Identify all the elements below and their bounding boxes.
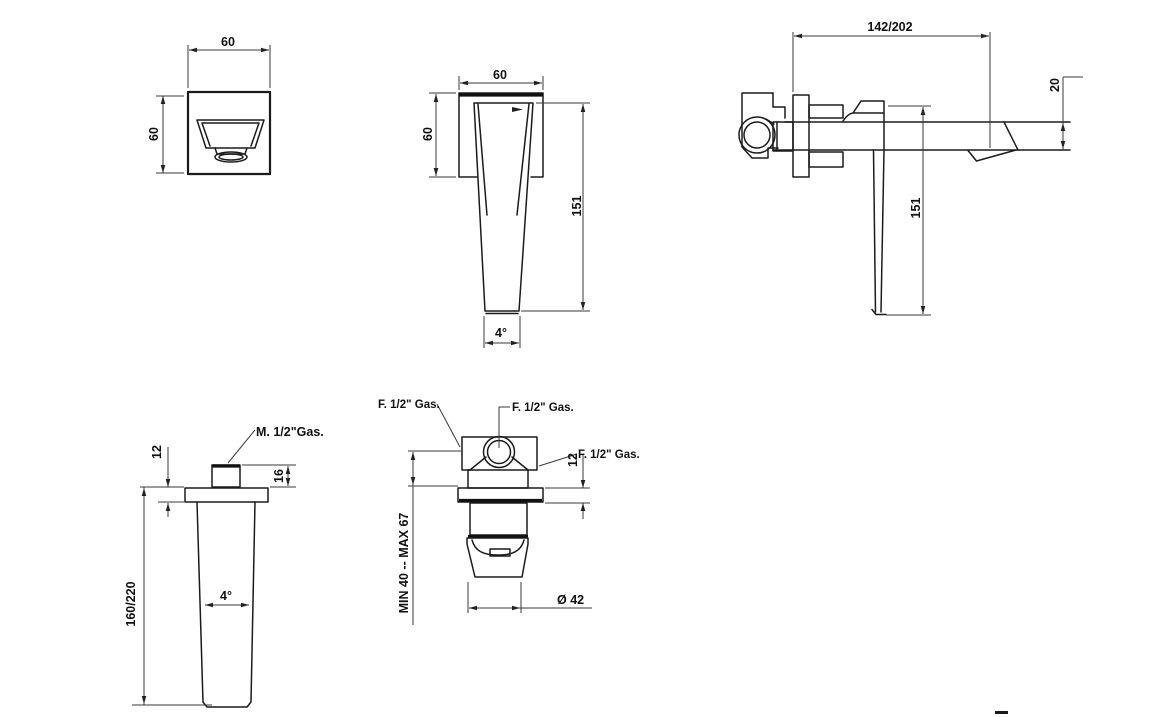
dim-width-lines bbox=[187, 45, 271, 88]
dim-height-lines bbox=[429, 92, 456, 178]
spout-front-inner bbox=[201, 122, 260, 147]
inlet-right-label: F. 1/2" Gas. bbox=[578, 449, 640, 461]
handle-pin-mark bbox=[512, 107, 523, 112]
dim-diameter-label: Ø 42 bbox=[557, 593, 584, 607]
dim-angle-label: 4° bbox=[220, 589, 232, 603]
escutcheon-side-upper bbox=[808, 104, 844, 119]
dim-handle-length-lines bbox=[886, 105, 931, 316]
wall-plate bbox=[792, 94, 810, 178]
spout-flange bbox=[184, 487, 269, 503]
valve-body-outline bbox=[741, 92, 779, 159]
inlet-top-leader bbox=[498, 406, 510, 448]
inlet-top-label: F. 1/2" Gas. bbox=[512, 402, 574, 414]
dim-length-lines bbox=[132, 487, 212, 706]
valve-neck bbox=[467, 469, 529, 489]
dim-angle-label: 4° bbox=[495, 326, 507, 340]
escutcheon-side-lower bbox=[808, 151, 844, 168]
dim-width-label: 60 bbox=[221, 35, 235, 49]
dim-height-lines bbox=[156, 95, 184, 174]
inlet-left-leader bbox=[436, 403, 461, 448]
inlet-right-leader bbox=[538, 453, 578, 467]
spout-front-outer bbox=[196, 119, 265, 149]
valve-cradle-lines bbox=[469, 456, 529, 471]
dim-12-label: 12 bbox=[566, 453, 580, 467]
escutcheon-outline bbox=[186, 90, 272, 176]
view-side-assembly: 142/202 20 151 bbox=[738, 20, 1083, 316]
aerator-outer-ring bbox=[214, 151, 248, 163]
stem-nut bbox=[772, 121, 794, 152]
view-valve-body: F. 1/2" Gas. F. 1/2" Gas. F. 1/2" Gas. 1… bbox=[378, 399, 640, 625]
thread-leader bbox=[227, 429, 256, 464]
dim-12-lines bbox=[545, 455, 590, 519]
handle-top-hook bbox=[842, 100, 885, 151]
dim-depth-lines bbox=[408, 450, 462, 625]
dim-16-label: 16 bbox=[272, 469, 286, 483]
dim-length-lines bbox=[521, 102, 590, 312]
thread-label: M. 1/2"Gas. bbox=[256, 425, 324, 439]
dim-spout-height-label: 20 bbox=[1048, 78, 1062, 92]
dim-diameter-lines bbox=[467, 582, 592, 613]
threaded-nipple bbox=[211, 464, 241, 488]
handle-blade-front-edge bbox=[872, 149, 877, 313]
spout-taper-body bbox=[196, 501, 256, 708]
dim-reach-label: 142/202 bbox=[867, 20, 912, 34]
dim-reach-lines bbox=[792, 32, 991, 148]
spout-mouth bbox=[967, 149, 1017, 162]
view-handle-front: 60 60 151 4° bbox=[421, 68, 590, 348]
dim-12-label: 12 bbox=[150, 445, 164, 459]
valve-body-step bbox=[772, 92, 786, 119]
dim-length-label: 151 bbox=[570, 196, 584, 217]
view-spout-body: M. 1/2"Gas. 12 16 160/220 4° bbox=[124, 425, 324, 708]
cartridge-stem bbox=[489, 548, 511, 557]
dim-length-label: 160/220 bbox=[124, 581, 138, 626]
plate-outline bbox=[458, 92, 544, 178]
blade-outline bbox=[473, 102, 534, 315]
dim-depth-label: MIN 40 -- MAX 67 bbox=[397, 513, 411, 614]
spout-arm-lines bbox=[772, 121, 1071, 151]
dim-12-lines bbox=[140, 447, 184, 517]
dim-width-label: 60 bbox=[493, 68, 507, 82]
handle-blade-back-edge bbox=[871, 149, 887, 316]
blade-inner-lines bbox=[477, 103, 530, 216]
dim-handle-length-label: 151 bbox=[909, 198, 923, 219]
page-mark bbox=[995, 711, 1008, 714]
dim-width-lines bbox=[458, 76, 544, 90]
view-escutcheon-front: 60 60 bbox=[147, 35, 272, 176]
spout-tip-cut bbox=[1003, 121, 1019, 151]
aerator-inner-ring bbox=[218, 153, 244, 161]
dim-height-label: 60 bbox=[421, 127, 435, 141]
supply-connection-outer bbox=[738, 116, 776, 154]
dim-spout-height-lines bbox=[1062, 76, 1083, 150]
valve-cylinder bbox=[469, 502, 528, 536]
cartridge-cap bbox=[466, 537, 529, 578]
dim-height-label: 60 bbox=[147, 127, 161, 141]
cartridge-dome bbox=[471, 539, 525, 556]
inlet-left-label: F. 1/2" Gas. bbox=[378, 399, 440, 411]
supply-connection-inner bbox=[743, 121, 771, 149]
